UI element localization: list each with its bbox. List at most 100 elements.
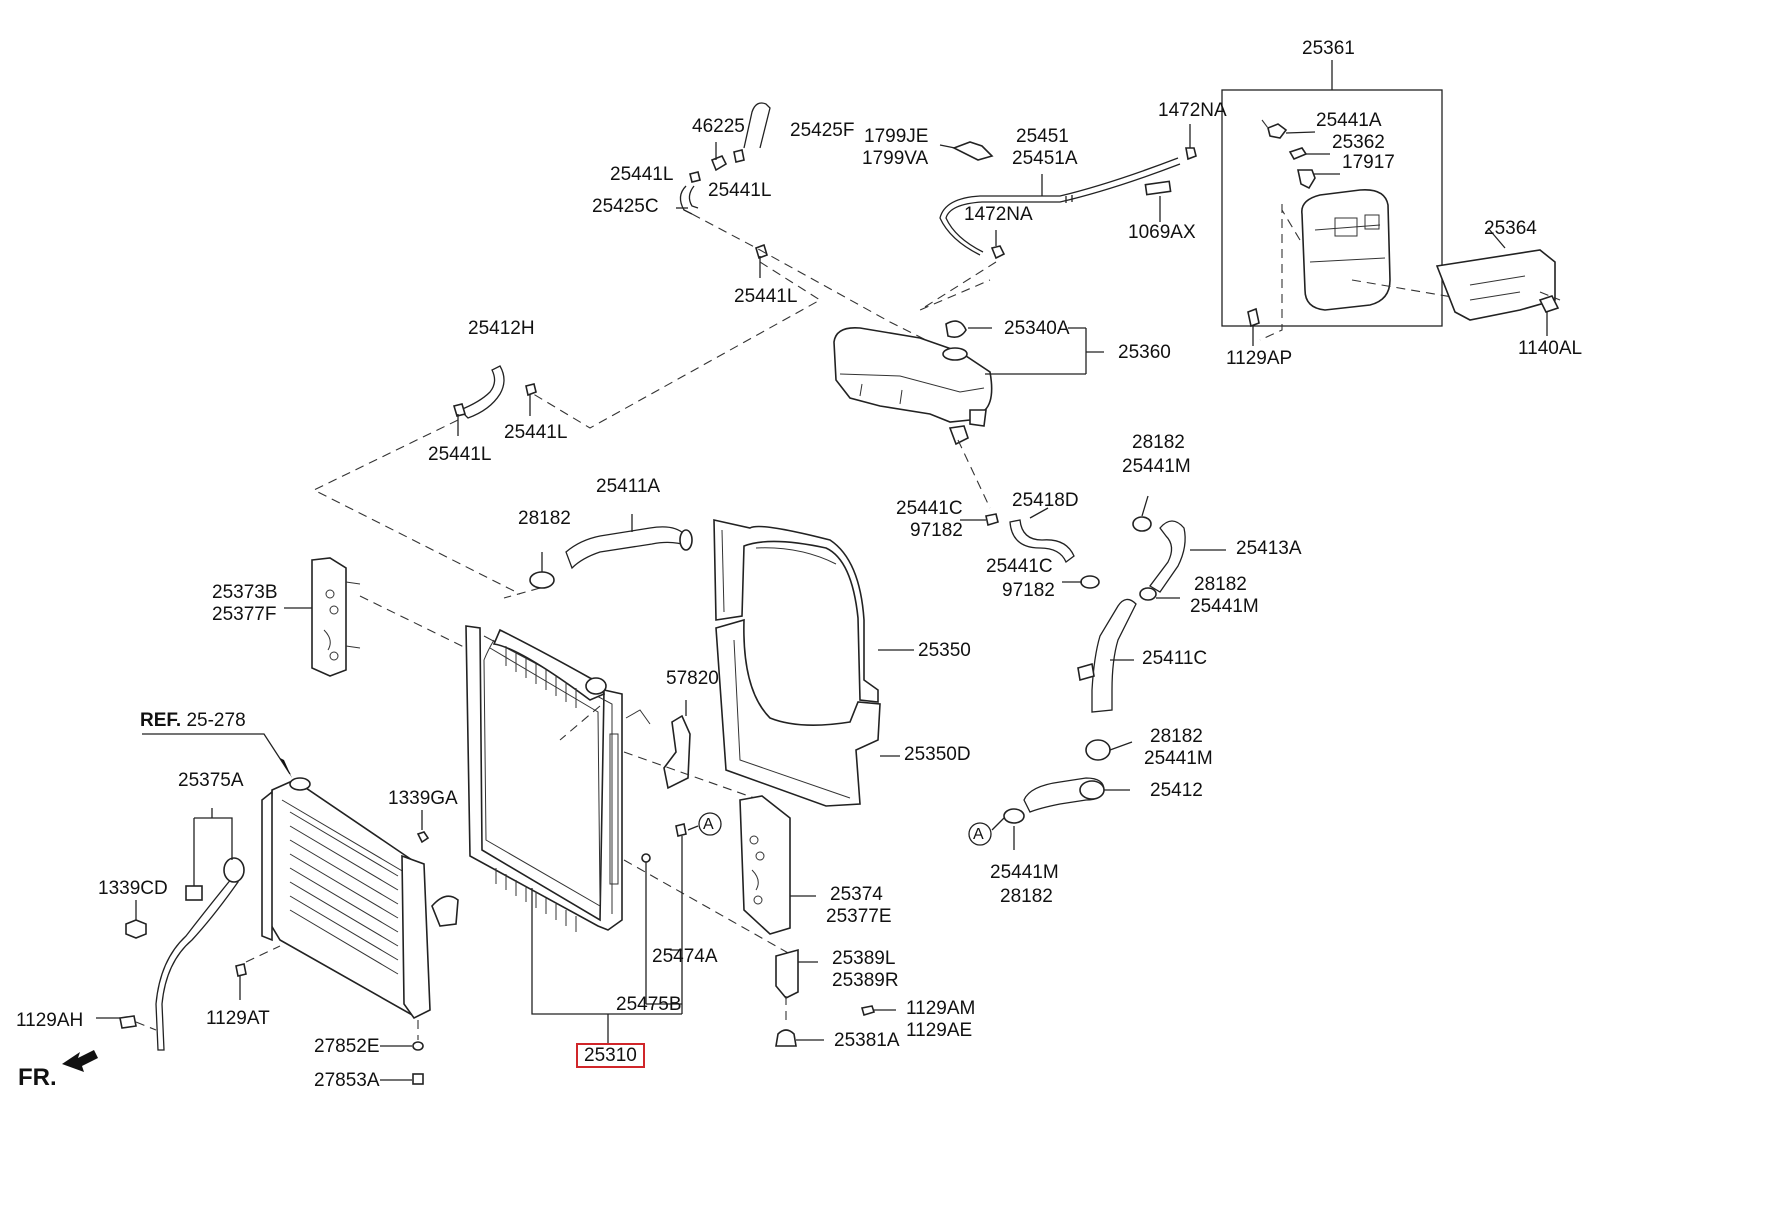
label-25411c: 25411C — [1142, 648, 1208, 669]
label-25360: 25360 — [1118, 342, 1171, 363]
label-25441m-e: 25441M — [990, 862, 1059, 883]
clamp-25441l-d — [452, 403, 467, 417]
label-17917: 17917 — [1342, 152, 1395, 173]
label-25441m-d: 25441M — [1144, 748, 1213, 769]
hose-25413a — [1149, 520, 1186, 593]
label-25474a: 25474A — [652, 946, 718, 967]
hose-25418d — [1009, 519, 1075, 564]
bolt-1129ah — [119, 1015, 137, 1029]
label-1799va: 1799VA — [862, 148, 929, 169]
label-25375a: 25375A — [178, 770, 244, 791]
hose-25412h — [458, 365, 505, 419]
label-25373b: 25373B — [212, 582, 278, 603]
label-front: FR. — [18, 1064, 57, 1091]
clamp-25441l-e — [525, 383, 537, 397]
expansion-tank-25360 — [833, 326, 993, 446]
fitting-25362 — [1288, 147, 1308, 161]
label-25441m-a: 25441M — [1122, 456, 1191, 477]
pipe-25375a — [155, 877, 239, 1051]
bracket-25373b — [311, 557, 361, 677]
hose-1069ax — [1144, 180, 1172, 196]
clamp-28182-a — [1132, 516, 1152, 532]
label-1129am: 1129AM — [906, 998, 976, 1019]
clamp-28182-b — [1139, 587, 1157, 601]
label-25441l-e: 25441L — [428, 444, 492, 465]
bracket-25374 — [739, 795, 791, 935]
label-ref-25-278: REF. 25-278 — [140, 710, 246, 731]
label-25377f: 25377F — [212, 604, 277, 625]
label-1129ah: 1129AH — [16, 1010, 84, 1031]
label-27853a: 27853A — [314, 1070, 380, 1091]
sensor-17917 — [1297, 169, 1316, 190]
clamp-28182-c — [529, 571, 555, 589]
clamp-25441c-a — [985, 513, 999, 527]
label-25475b: 25475B — [616, 994, 682, 1015]
clamp-25441l-c — [755, 243, 768, 260]
ref-circle-a-right — [968, 822, 992, 846]
label-1129ap: 1129AP — [1226, 348, 1293, 369]
hose-25411c — [1091, 598, 1137, 713]
plug-25474a — [675, 823, 687, 837]
label-97182-a: 97182 — [910, 520, 963, 541]
label-25361: 25361 — [1302, 38, 1355, 59]
label-25412h: 25412H — [468, 318, 535, 339]
fan-shroud-25350 — [713, 518, 879, 703]
label-25389r: 25389R — [832, 970, 899, 991]
plug-27852e — [412, 1041, 424, 1051]
bolt-1129ap — [1247, 307, 1260, 328]
clamp-1472na-mid — [990, 245, 1006, 260]
label-1799je: 1799JE — [864, 126, 929, 147]
label-25374: 25374 — [830, 884, 883, 905]
plug-27853a — [412, 1073, 424, 1085]
reservoir-tank-25361 — [1301, 188, 1391, 311]
label-25377e: 25377E — [826, 906, 892, 927]
clamp-25441a — [1267, 123, 1288, 139]
label-25362: 25362 — [1332, 132, 1385, 153]
clamp-25441l-b — [733, 149, 745, 163]
clamp-1472na-top — [1185, 147, 1197, 161]
label-1472na-top: 1472NA — [1158, 100, 1227, 121]
clamp-25441c-b — [1080, 575, 1100, 589]
label-25389l: 25389L — [832, 948, 896, 969]
label-25350d: 25350D — [904, 744, 971, 765]
fan-shroud-lower-25350d — [715, 618, 881, 807]
bracket-25389l — [775, 948, 799, 999]
label-1129ae: 1129AE — [906, 1020, 973, 1041]
intercooler-left — [261, 777, 459, 1020]
sensor-46225 — [710, 154, 728, 172]
mount-25381a — [775, 1029, 797, 1047]
label-25418d: 25418D — [1012, 490, 1079, 511]
label-25310-highlight: 25310 — [576, 1043, 645, 1068]
label-ref-a-left: A — [703, 816, 714, 833]
bracket-57820 — [663, 714, 691, 790]
label-25451: 25451 — [1016, 126, 1069, 147]
label-25441l-a: 25441L — [610, 164, 674, 185]
ref-circle-a-left — [698, 812, 722, 836]
hose-25411a — [565, 526, 690, 570]
label-25340a: 25340A — [1004, 318, 1070, 339]
hose-25451 — [939, 157, 1179, 256]
label-25425c: 25425C — [592, 196, 659, 217]
label-1129at: 1129AT — [206, 1008, 270, 1029]
label-57820: 57820 — [666, 668, 719, 689]
label-1339cd: 1339CD — [98, 878, 168, 899]
bolt-1129am — [860, 1005, 876, 1016]
label-27852e: 27852E — [314, 1036, 380, 1057]
label-25412: 25412 — [1150, 780, 1203, 801]
hose-25425c — [679, 185, 693, 215]
label-25441l-b: 25441L — [708, 180, 772, 201]
label-28182-a: 28182 — [1132, 432, 1185, 453]
clip-1799je — [952, 141, 994, 161]
cap-25340a — [945, 320, 967, 338]
label-25441l-c: 25441L — [734, 286, 798, 307]
bolt-1129at — [235, 963, 247, 977]
hose-25425f — [743, 102, 771, 149]
label-25441a: 25441A — [1316, 110, 1382, 131]
nut-1339cd — [125, 919, 147, 939]
label-1140al: 1140AL — [1518, 338, 1583, 359]
clamp-28182-d — [1085, 739, 1111, 761]
label-28182-c: 28182 — [518, 508, 571, 529]
clamp-25441l-a — [689, 171, 701, 183]
